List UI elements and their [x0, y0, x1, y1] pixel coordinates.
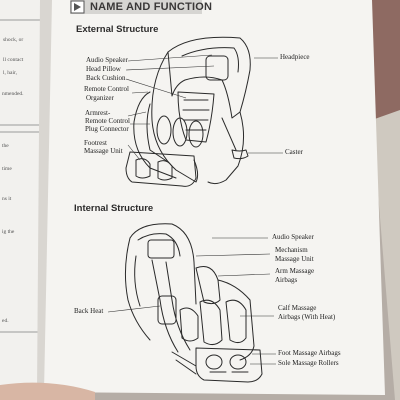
label-armrest: Armrest-	[85, 109, 111, 117]
fragment-text: the	[2, 143, 9, 149]
fragment-text: ll contact	[3, 57, 24, 63]
label-arm-1: Arm Massage	[275, 267, 315, 275]
external-leader-lines	[125, 54, 283, 161]
label-audio-speaker: Audio Speaker	[86, 56, 128, 64]
label-arm-2: Airbags	[275, 276, 298, 284]
thumb	[0, 382, 95, 400]
fragment-text: l, hair,	[3, 70, 17, 76]
label-remote-plug-2: Plug Connector	[85, 125, 129, 133]
fragment-text: ns it	[2, 196, 12, 202]
label-foot-airbags: Foot Massage Airbags	[278, 349, 341, 357]
fragment-text: time	[2, 166, 12, 172]
label-mechanism-1: Mechanism	[275, 246, 308, 254]
label-back-cushion: Back Cushion	[86, 74, 126, 82]
external-structure-title: External Structure	[76, 24, 159, 35]
label-mechanism-2: Massage Unit	[275, 255, 314, 263]
fragment-text: shock, or	[3, 37, 24, 43]
label-remote-organizer-2: Organizer	[86, 94, 114, 102]
label-footrest-1: Footrest	[84, 139, 107, 147]
header-banner	[70, 0, 202, 14]
cushion	[372, 110, 400, 400]
label-audio-speaker-internal: Audio Speaker	[272, 233, 314, 241]
internal-chair-illustration	[124, 223, 263, 383]
label-sole-rollers: Sole Massage Rollers	[278, 359, 339, 367]
internal-structure-title: Internal Structure	[74, 203, 154, 214]
fragment-text: ed.	[2, 318, 9, 324]
label-footrest-2: Massage Unit	[84, 147, 123, 155]
label-caster: Caster	[285, 148, 303, 156]
page-heading: NAME AND FUNCTION	[90, 1, 213, 13]
label-back-heat: Back Heat	[74, 307, 104, 315]
label-calf-2: Airbags (With Heat)	[278, 313, 336, 321]
fragment-text: ig the	[2, 229, 15, 235]
label-remote-organizer-1: Remote Control	[84, 85, 129, 93]
page-gutter	[37, 0, 52, 392]
label-remote-plug-1: Remote Control	[85, 117, 130, 125]
external-chair-illustration	[125, 36, 251, 187]
main-page	[38, 0, 385, 395]
internal-leader-lines	[107, 237, 276, 365]
label-head-pillow: Head Pillow	[86, 65, 121, 73]
label-headpiece: Headpiece	[280, 53, 310, 61]
label-calf-1: Calf Massage	[278, 304, 317, 312]
fragment-text: nmended.	[2, 91, 24, 97]
